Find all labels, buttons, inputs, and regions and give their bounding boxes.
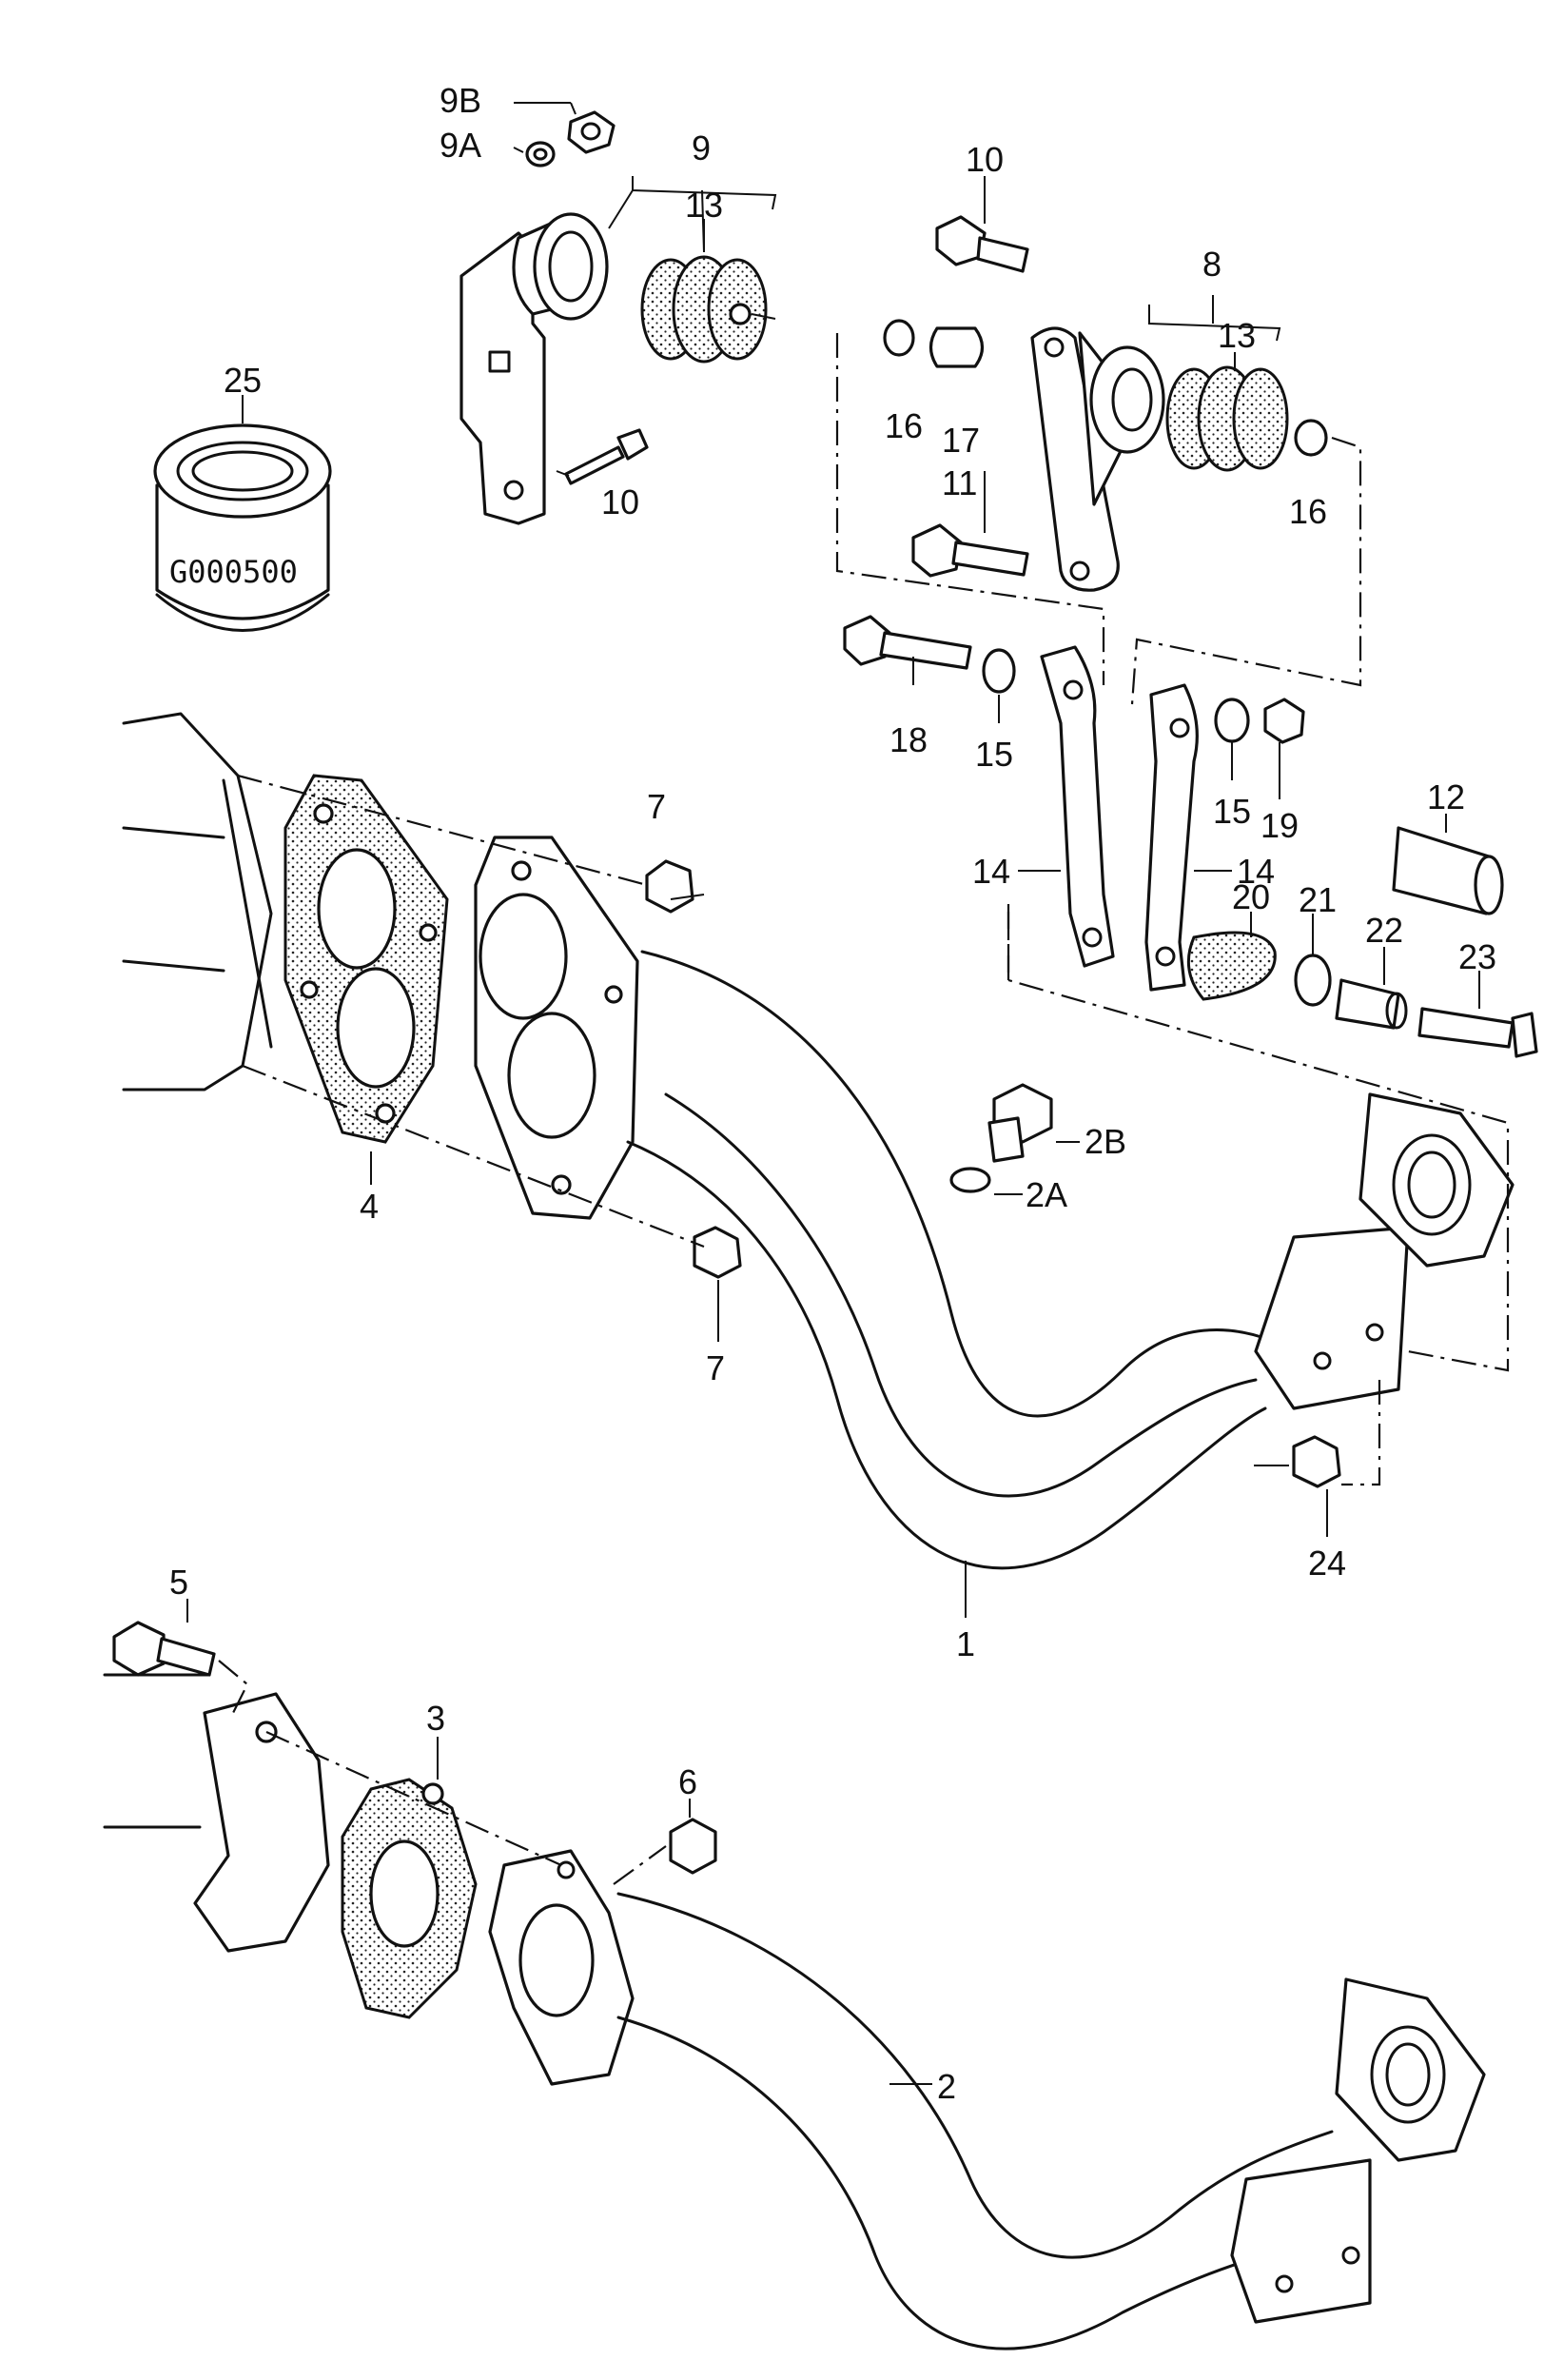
mount-bracket-group-8	[883, 215, 1328, 592]
label-10-bracket: 10	[601, 482, 639, 521]
hanger-straps-group-14	[843, 615, 1538, 1058]
label-10-top: 10	[966, 140, 1004, 179]
label-15-left: 15	[975, 735, 1013, 774]
label-13-upper-left: 13	[685, 186, 723, 225]
label-11: 11	[942, 463, 977, 502]
label-3: 3	[426, 1699, 445, 1738]
mount-bracket-group-9	[459, 110, 776, 525]
label-24: 24	[1308, 1544, 1346, 1583]
manifold-gasket-4	[283, 774, 449, 1144]
oil-filter-part-25	[153, 423, 332, 632]
label-1: 1	[956, 1624, 975, 1663]
label-14-left: 14	[972, 852, 1010, 891]
label-4: 4	[360, 1187, 379, 1226]
label-21: 21	[1299, 880, 1337, 919]
label-22: 22	[1365, 911, 1403, 950]
exhaust-pipe-2	[103, 1673, 1486, 2350]
label-20: 20	[1232, 877, 1270, 916]
label-18: 18	[889, 720, 928, 759]
exhaust-manifold	[122, 712, 273, 1092]
front-exhaust-pipe-1	[474, 836, 1515, 1570]
label-14-right: 14	[1237, 852, 1275, 891]
label-17: 17	[942, 421, 980, 460]
label-16-right: 16	[1289, 492, 1327, 531]
label-25: 25	[224, 361, 262, 400]
label-8: 8	[1202, 245, 1222, 284]
label-23: 23	[1458, 937, 1496, 976]
label-7-lower: 7	[706, 1348, 725, 1387]
label-g000500: G000500	[169, 554, 298, 590]
label-2a: 2A	[1026, 1175, 1067, 1214]
label-19: 19	[1261, 806, 1299, 845]
leader-lines	[186, 102, 1510, 2085]
fasteners-upper	[645, 859, 1341, 1488]
label-12: 12	[1427, 777, 1465, 816]
label-16-left: 16	[885, 406, 923, 445]
label-9: 9	[692, 128, 711, 167]
label-5: 5	[169, 1563, 188, 1602]
label-13-upper-right: 13	[1218, 316, 1256, 355]
label-2b: 2B	[1085, 1122, 1126, 1161]
fasteners-lower	[112, 1621, 717, 1875]
part-labels: 25 G000500 9B 9A 9 13 10 10 8 13 16 17 1…	[169, 81, 1496, 2106]
label-2: 2	[937, 2067, 956, 2106]
label-7-upper: 7	[647, 787, 666, 826]
label-6: 6	[678, 1762, 697, 1801]
label-9a: 9A	[440, 126, 481, 165]
label-9b: 9B	[440, 81, 481, 120]
label-15-right: 15	[1213, 792, 1251, 831]
